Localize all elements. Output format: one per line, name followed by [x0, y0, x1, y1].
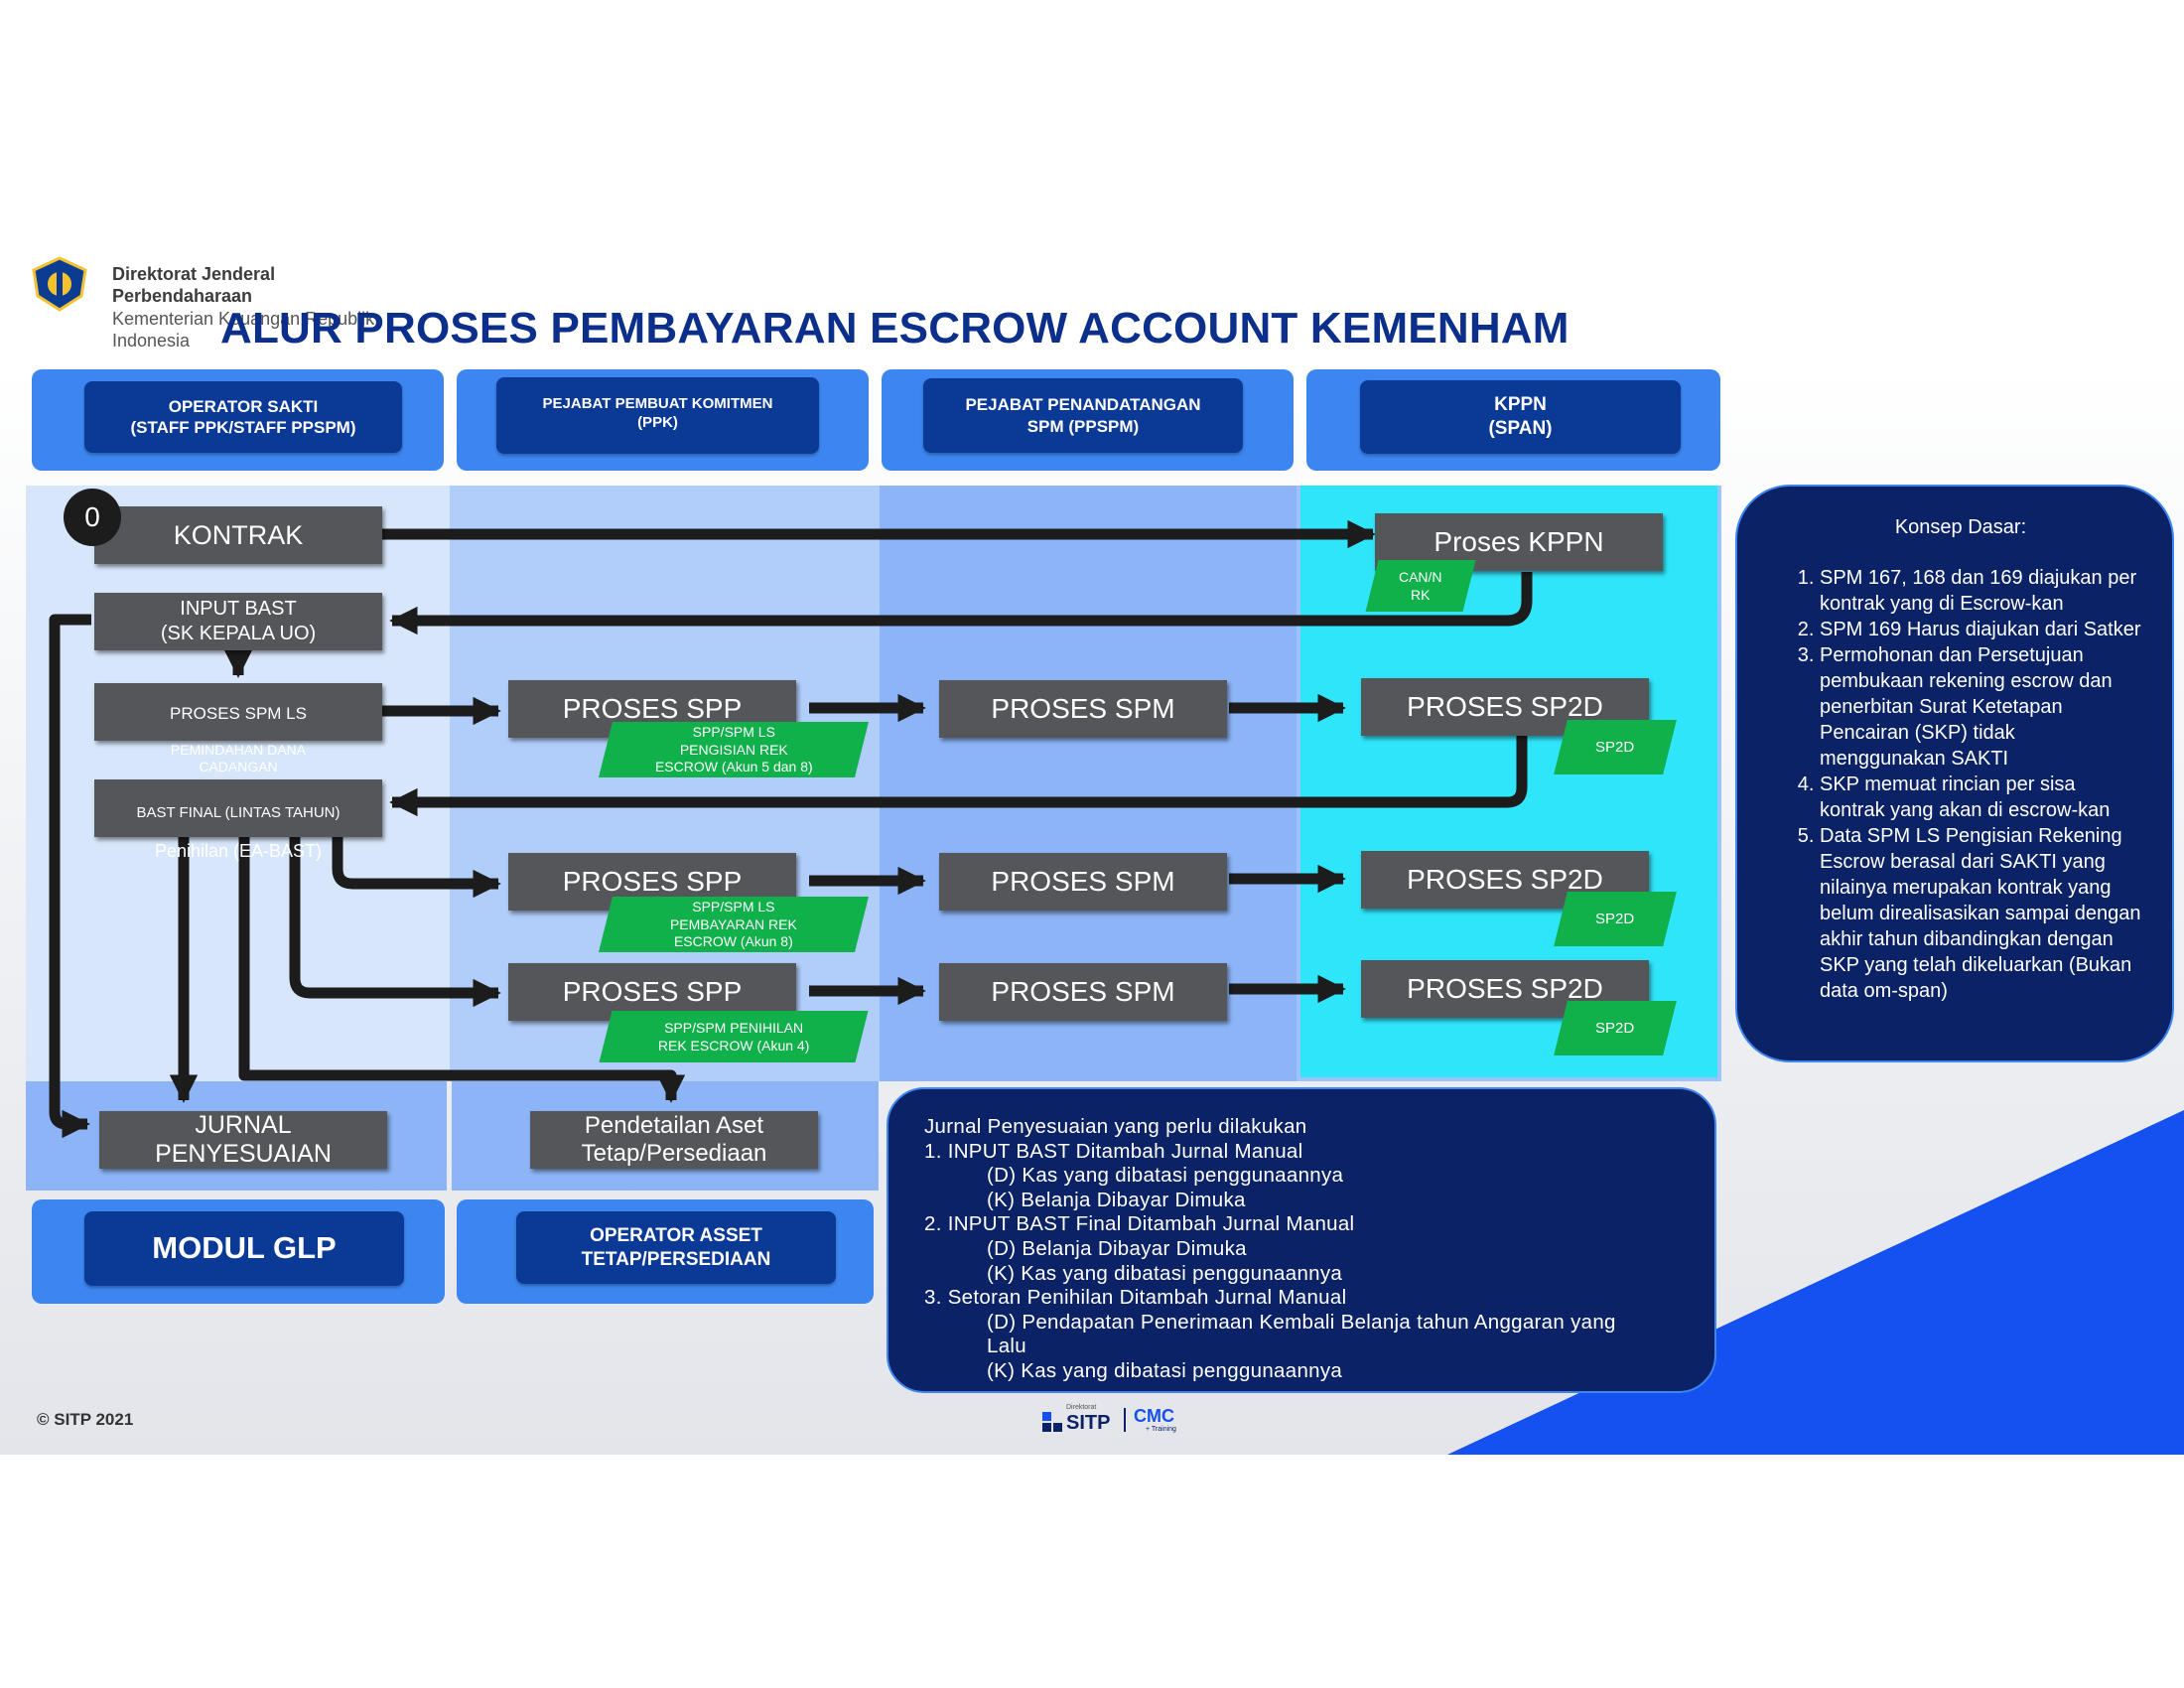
lane-header-glp-label: MODUL GLP: [84, 1211, 404, 1286]
page-title: ALUR PROSES PEMBAYARAN ESCROW ACCOUNT KE…: [220, 304, 1570, 352]
step-proses-spm-1: PROSES SPM: [939, 680, 1227, 738]
konsep-item: SKP memuat rincian per sisa kontrak yang…: [1820, 772, 2144, 823]
step-proses-spm-ls: PROSES SPM LS PEMINDAHAN DANA CADANGAN: [94, 683, 382, 774]
tag-can-rk: CAN/N RK: [1365, 560, 1476, 612]
step-bast-final-title: BAST FINAL (LINTAS TAHUN): [136, 804, 341, 821]
konsep-item: SPM 169 Harus diajukan dari Satker: [1820, 617, 2144, 642]
konsep-dasar-list: SPM 167, 168 dan 169 diajukan per kontra…: [1777, 565, 2144, 1004]
jurnal-note-line: 3. Setoran Penihilan Ditambah Jurnal Man…: [924, 1286, 1347, 1310]
tag-can-rk-text: CAN/N RK: [1399, 568, 1442, 603]
kemenkeu-logo-icon: [32, 256, 87, 312]
org-name-line2: Perbendaharaan: [112, 286, 253, 306]
cmc-logo-sub: + Training: [1146, 1426, 1176, 1433]
jurnal-note-line: 1. INPUT BAST Ditambah Jurnal Manual: [924, 1139, 1303, 1163]
step-proses-spm-2: PROSES SPM: [939, 853, 1227, 911]
lane-header-operator-label: OPERATOR SAKTI (STAFF PPK/STAFF PPSPM): [84, 381, 402, 453]
tag-sp2d-1: SP2D: [1554, 720, 1677, 774]
tag-spp-1-text: SPP/SPM LS PENGISIAN REK ESCROW (Akun 5 …: [654, 723, 813, 774]
tag-spp-2: SPP/SPM LS PEMBAYARAN REK ESCROW (Akun 8…: [599, 897, 869, 952]
start-number-badge: 0: [64, 489, 121, 546]
step-input-bast: INPUT BAST (SK KEPALA UO): [94, 593, 382, 650]
step-proses-spm-ls-title: PROSES SPM LS: [170, 704, 307, 723]
konsep-item: Data SPM LS Pengisian Rekening Escrow be…: [1820, 823, 2144, 1004]
jurnal-note-panel: Jurnal Penyesuaian yang perlu dilakukan …: [887, 1087, 1716, 1393]
tag-sp2d-2-text: SP2D: [1595, 911, 1635, 927]
tag-sp2d-1-text: SP2D: [1595, 739, 1635, 756]
footer-logo-divider: [1124, 1408, 1126, 1432]
footer-logos: Direktorat SITP CMC + Training: [1042, 1404, 1191, 1436]
jurnal-note-line: (K) Kas yang dibatasi penggunaannya: [987, 1261, 1343, 1285]
lane-header-ppspm-label: PEJABAT PENANDATANGAN SPM (PPSPM): [923, 378, 1243, 453]
sitp-logo-icon: [1042, 1412, 1062, 1432]
tag-spp-3-text: SPP/SPM PENIHILAN REK ESCROW (Akun 4): [657, 1019, 810, 1054]
tag-sp2d-3-text: SP2D: [1595, 1020, 1635, 1037]
org-sub-line1: Kementerian Keuangan Republik: [112, 309, 375, 329]
org-name-line1: Direktorat Jenderal: [112, 264, 276, 284]
org-sub-line2: Indonesia: [112, 331, 191, 351]
konsep-dasar-title: Konsep Dasar:: [1894, 516, 2027, 538]
konsep-dasar-panel: Konsep Dasar: SPM 167, 168 dan 169 diaju…: [1735, 485, 2174, 1062]
tag-spp-1: SPP/SPM LS PENGISIAN REK ESCROW (Akun 5 …: [599, 722, 869, 777]
konsep-item: Permohonan dan Persetujuan pembukaan rek…: [1820, 642, 2144, 772]
step-pendetailan-aset: Pendetailan Aset Tetap/Persediaan: [530, 1111, 818, 1169]
tag-spp-2-text: SPP/SPM LS PEMBAYARAN REK ESCROW (Akun 8…: [670, 898, 797, 949]
flow-connectors: [49, 519, 1533, 1139]
step-kontrak: KONTRAK: [94, 506, 382, 564]
step-proses-spm-ls-sub: PEMINDAHAN DANA CADANGAN: [170, 742, 307, 774]
tag-sp2d-2: SP2D: [1554, 892, 1677, 946]
sitp-logo-text: SITP: [1066, 1412, 1111, 1434]
tag-spp-3: SPP/SPM PENIHILAN REK ESCROW (Akun 4): [599, 1011, 869, 1062]
step-proses-spm-3: PROSES SPM: [939, 963, 1227, 1021]
jurnal-note-line: 2. INPUT BAST Final Ditambah Jurnal Manu…: [924, 1212, 1355, 1236]
slide: Direktorat Jenderal Perbendaharaan Kemen…: [0, 0, 2184, 1455]
step-bast-final-sub: Penihilan (EA-BAST): [154, 841, 323, 861]
copyright-text: © SITP 2021: [37, 1410, 134, 1429]
jurnal-note-line: (K) Belanja Dibayar Dimuka: [987, 1188, 1246, 1211]
step-jurnal-penyesuaian: JURNAL PENYESUAIAN: [99, 1111, 387, 1169]
tag-sp2d-3: SP2D: [1554, 1001, 1677, 1055]
lane-header-asset-label: OPERATOR ASSET TETAP/PERSEDIAAN: [516, 1211, 836, 1284]
jurnal-note-line: (D) Pendapatan Penerimaan Kembali Belanj…: [987, 1310, 1616, 1358]
jurnal-note-line: (K) Kas yang dibatasi penggunaannya: [987, 1358, 1343, 1382]
sitp-logo-small: Direktorat: [1066, 1404, 1097, 1411]
step-bast-final: BAST FINAL (LINTAS TAHUN) Penihilan (EA-…: [94, 779, 382, 861]
jurnal-note-line: (D) Kas yang dibatasi penggunaannya: [987, 1164, 1344, 1188]
cmc-logo-text: CMC: [1134, 1406, 1174, 1426]
jurnal-note-line: (D) Belanja Dibayar Dimuka: [987, 1236, 1247, 1260]
lane-header-ppk-label: PEJABAT PEMBUAT KOMITMEN (PPK): [496, 377, 819, 454]
konsep-item: SPM 167, 168 dan 169 diajukan per kontra…: [1820, 565, 2144, 617]
jurnal-note-title: Jurnal Penyesuaian yang perlu dilakukan: [924, 1115, 1307, 1138]
lane-header-kppn-label: KPPN (SPAN): [1360, 380, 1681, 454]
